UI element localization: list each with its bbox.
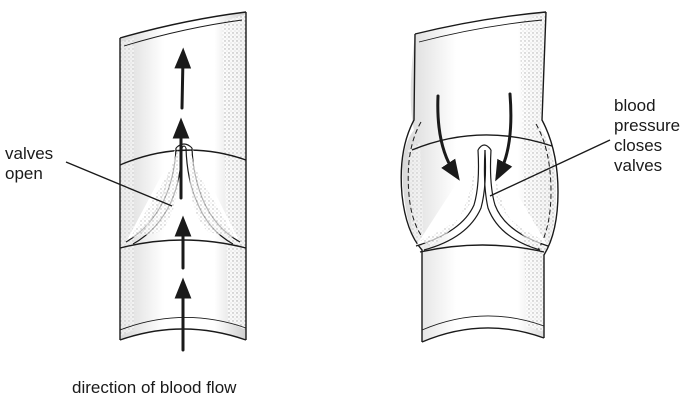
label-valves-open: valves open — [5, 144, 53, 184]
vein-closed — [401, 12, 558, 342]
label-direction-of-flow: direction of blood flow — [72, 378, 236, 398]
label-closes-line-3: closes — [614, 136, 680, 156]
label-closes-line-2: pressure — [614, 116, 680, 136]
label-pressure-closes-valves: blood pressure closes valves — [614, 96, 680, 176]
label-closes-line-4: valves — [614, 156, 680, 176]
flow-arrow-4 — [182, 58, 183, 108]
label-valves-open-line-1: valves — [5, 144, 53, 164]
label-closes-line-1: blood — [614, 96, 680, 116]
label-valves-open-line-2: open — [5, 164, 53, 184]
